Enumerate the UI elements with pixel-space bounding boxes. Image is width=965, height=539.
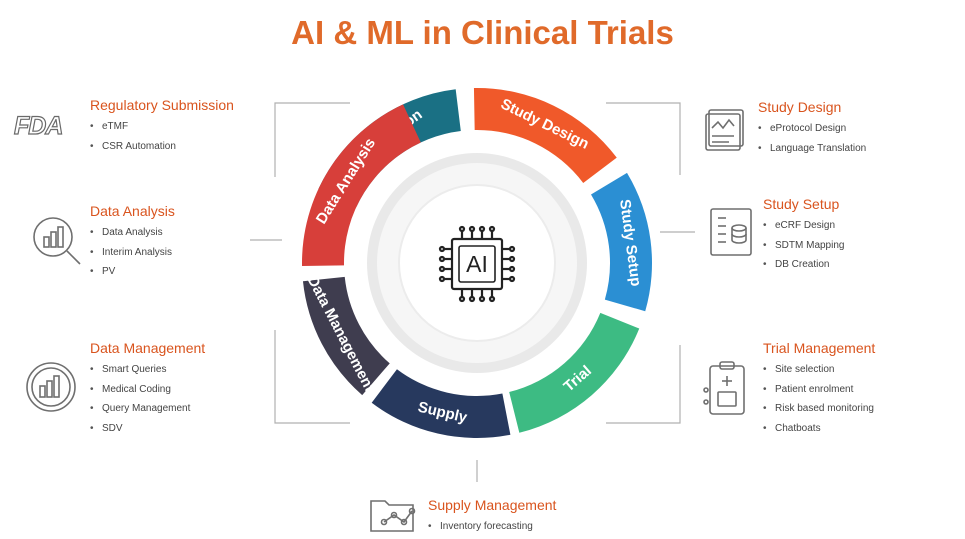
magnifier-chart-icon <box>33 217 81 265</box>
chip-pin-end <box>468 295 476 303</box>
data-management-block: Data Management Smart Queries Medical Co… <box>90 340 205 438</box>
connector-trial <box>606 345 681 424</box>
list-item: DB Creation <box>763 255 844 275</box>
chip-pin-end <box>458 295 466 303</box>
list-item: SDV <box>90 419 205 439</box>
list-item: Medical Coding <box>90 380 205 400</box>
page-title: AI & ML in Clinical Trials <box>291 14 674 51</box>
regulatory-submission-block: Regulatory Submission eTMF CSR Automatio… <box>90 97 234 156</box>
list-item: Patient enrolment <box>763 380 875 400</box>
chip-pin-end <box>508 255 516 263</box>
list-item: eTMF <box>90 117 234 137</box>
list-item: Chatboats <box>763 419 875 439</box>
list-item: Interim Analysis <box>90 243 175 263</box>
ai-chip-icon <box>438 225 516 303</box>
wheel-segment-study-design <box>473 88 617 183</box>
chip-pin-end <box>508 245 516 253</box>
study-design-block: Study Design eProtocol Design Language T… <box>758 99 866 158</box>
list-item: CSR Automation <box>90 137 234 157</box>
list-item: SDTM Mapping <box>763 236 844 256</box>
chip-pin-end <box>438 245 446 253</box>
trial-management-heading: Trial Management <box>763 340 876 356</box>
chip-pin-end <box>478 225 486 233</box>
connector-management <box>274 330 350 424</box>
data-analysis-block: Data Analysis Data Analysis Interim Anal… <box>90 203 175 282</box>
wheel-segment-data-management <box>302 276 390 396</box>
connector-design <box>606 102 681 175</box>
list-item: eProtocol Design <box>758 119 866 139</box>
list-item: eCRF Design <box>763 216 844 236</box>
list-item: Inventory forecasting <box>428 517 556 537</box>
list-item: Query Management <box>90 399 205 419</box>
connector-regulatory <box>274 102 350 177</box>
clipboard-medical-icon <box>703 361 745 415</box>
chip-pin-end <box>488 295 496 303</box>
protocol-document-icon <box>705 109 744 151</box>
connector-lines <box>250 102 695 482</box>
list-item: Language Translation <box>758 139 866 159</box>
fda-logo-icon: FDA <box>13 111 64 140</box>
center-ai-label: AI <box>466 251 488 277</box>
supply-management-block: Supply Management Inventory forecasting <box>428 497 556 537</box>
list-item: Smart Queries <box>90 360 205 380</box>
regulatory-submission-heading: Regulatory Submission <box>90 97 234 113</box>
database-form-icon <box>710 208 752 256</box>
list-item: Site selection <box>763 360 875 380</box>
wheel-segment-data-analysis <box>302 104 421 267</box>
trial-management-block: Trial Management Site selection Patient … <box>763 340 875 438</box>
list-item: PV <box>90 262 175 282</box>
chip-pin-end <box>508 265 516 273</box>
chip-pin-end <box>438 255 446 263</box>
chart-circle-icon <box>26 362 76 412</box>
chip-pin-end <box>438 275 446 283</box>
study-design-heading: Study Design <box>758 99 842 115</box>
study-setup-heading: Study Setup <box>763 196 840 212</box>
chip-pin-end <box>478 295 486 303</box>
list-item: Data Analysis <box>90 223 175 243</box>
list-item: Risk based monitoring <box>763 399 875 419</box>
wheel-segment-study-setup <box>591 172 652 312</box>
chip-pin-end <box>458 225 466 233</box>
study-setup-block: Study Setup eCRF Design SDTM Mapping DB … <box>763 196 844 275</box>
data-management-heading: Data Management <box>90 340 206 356</box>
center-disc <box>367 153 587 373</box>
supply-management-heading: Supply Management <box>428 497 557 513</box>
chip-pin-end <box>468 225 476 233</box>
wheel-segment-trial <box>509 312 640 433</box>
chip-pin-end <box>508 275 516 283</box>
data-analysis-heading: Data Analysis <box>90 203 175 219</box>
chip-pin-end <box>438 265 446 273</box>
chip-pin-end <box>488 225 496 233</box>
folder-network-icon <box>370 500 416 532</box>
wheel-segment-supply <box>371 369 511 438</box>
